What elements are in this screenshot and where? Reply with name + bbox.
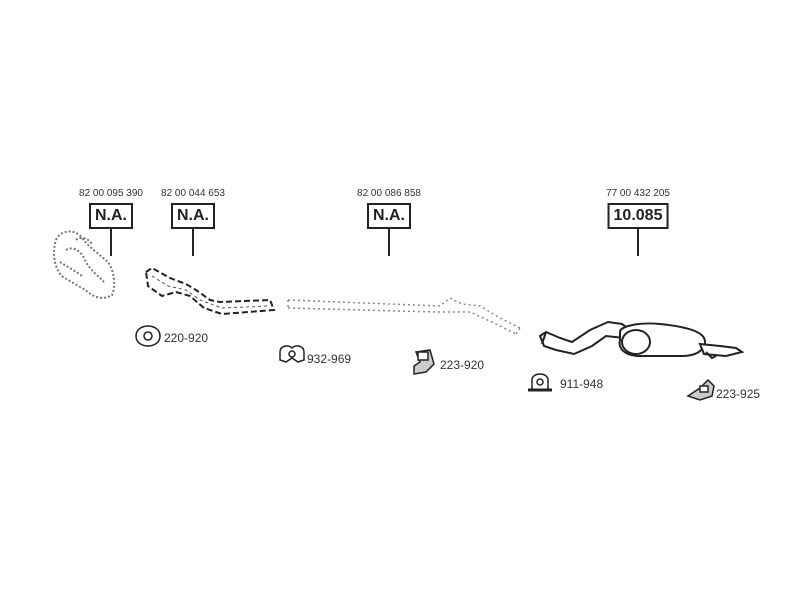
part-code-box[interactable]: N.A. [89,203,133,229]
pipe-clamp-icon [279,345,305,363]
accessory-label[interactable]: 911-948 [560,377,604,391]
callout-line [110,228,112,256]
exhaust-manifold-drawing [53,230,116,299]
callout-line [637,228,639,256]
callout-line [192,228,194,256]
down-pipe-drawing [144,266,276,316]
part-oem-number: 82 00 086 858 [357,188,421,199]
accessory-label[interactable]: 223-920 [440,358,485,372]
mounting-bracket-icon [413,349,435,375]
callout-line [388,228,390,256]
rubber-hanger-icon [686,378,715,401]
rear-silencer-drawing [538,320,745,360]
accessory-label[interactable]: 220-920 [164,331,209,345]
accessory-label[interactable]: 932-969 [307,352,352,366]
part-code-box[interactable]: N.A. [171,203,215,229]
gasket-ring-icon [135,325,161,347]
part-oem-number: 77 00 432 205 [606,188,670,199]
part-oem-number: 82 00 095 390 [79,188,143,199]
middle-pipe-drawing [287,297,521,335]
part-oem-number: 82 00 044 653 [161,188,225,199]
u-bolt-clamp-icon [528,373,552,392]
accessory-label[interactable]: 223-925 [716,387,761,401]
